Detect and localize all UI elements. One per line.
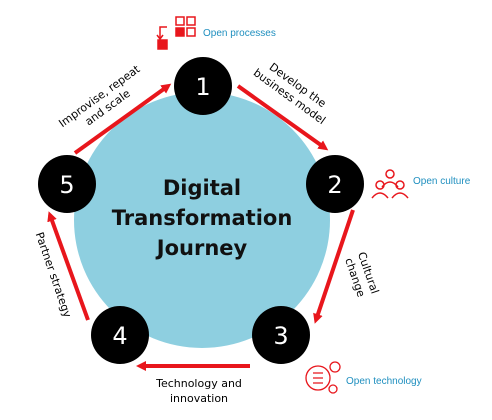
step-node-5: 5 xyxy=(38,155,96,213)
step-number-5: 5 xyxy=(59,171,74,199)
svg-text:Partner strategy: Partner strategy xyxy=(33,230,75,319)
label-cultural: Cultural change xyxy=(342,250,381,299)
callout-open-culture: Open culture xyxy=(413,176,471,187)
svg-text:Technology and: Technology and xyxy=(155,377,242,390)
step-node-2: 2 xyxy=(306,155,364,213)
step-number-3: 3 xyxy=(273,322,288,350)
label-partner: Partner strategy xyxy=(33,230,75,319)
arrow-5-to-1 xyxy=(73,83,172,155)
arrow-2-to-3 xyxy=(313,209,355,324)
arrow-1-to-2 xyxy=(236,84,329,151)
svg-text:innovation: innovation xyxy=(170,392,228,405)
step-number-1: 1 xyxy=(195,73,210,101)
center-title-line3: Journey xyxy=(155,236,248,260)
process-flow-icon xyxy=(156,16,196,50)
step-node-4: 4 xyxy=(91,306,149,364)
label-technology: Technology and innovation xyxy=(155,377,242,405)
center-title-line1: Digital xyxy=(163,176,241,200)
callout-open-processes: Open processes xyxy=(203,28,276,39)
people-group-icon xyxy=(371,169,409,199)
arrow-4-to-5 xyxy=(47,211,90,321)
center-circle xyxy=(74,92,330,348)
center-title-line2: Transformation xyxy=(112,206,293,230)
step-number-4: 4 xyxy=(112,322,127,350)
step-node-3: 3 xyxy=(252,306,310,364)
step-number-2: 2 xyxy=(327,171,342,199)
technology-chip-icon xyxy=(305,361,341,394)
callout-open-technology: Open technology xyxy=(346,376,422,387)
step-node-1: 1 xyxy=(174,57,232,115)
